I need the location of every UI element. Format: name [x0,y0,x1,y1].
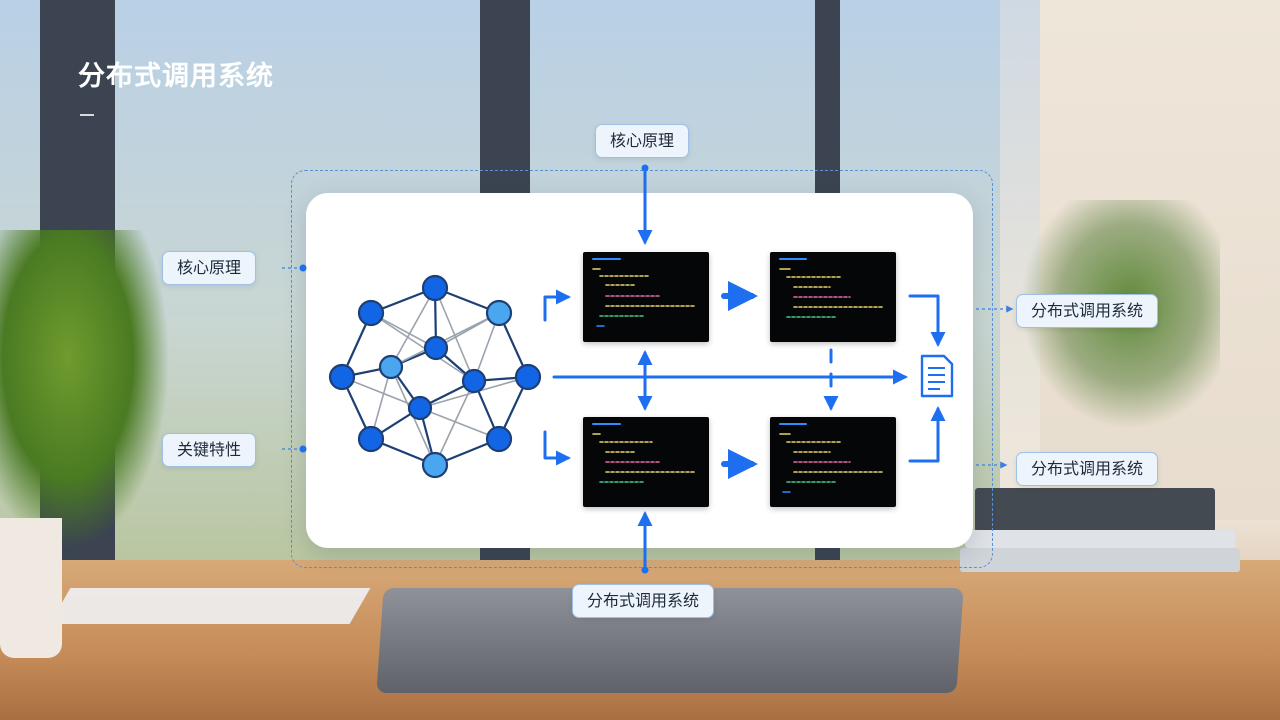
plant-left [0,230,170,550]
title-underline [80,114,94,116]
label-core-principle-left: 核心原理 [162,251,257,285]
graph-inner-edges [341,287,529,466]
code-block-top-right [770,252,896,342]
page-title: 分布式调用系统 [78,61,274,92]
document-icon [920,354,954,398]
code-block-top-left [583,252,709,342]
plant-pot [0,518,62,658]
arrow-icon [908,406,946,463]
label-connectors [282,267,1014,469]
book-stack [960,548,1240,572]
arrow-icon [543,430,571,466]
code-lines [592,258,883,493]
label-distributed-system-bottom: 分布式调用系统 [572,584,715,618]
diagram-outline [291,170,993,568]
label-core-principle-top: 核心原理 [595,124,690,158]
connector-dots [299,164,649,574]
graph-nodes [328,274,542,479]
book-stack [965,530,1235,548]
label-distributed-system-lower: 分布式调用系统 [1016,452,1159,486]
label-key-features: 关键特性 [162,433,257,467]
book-stack [975,488,1215,532]
arrow-icon [908,294,946,347]
code-block-bottom-right [770,417,896,507]
network-graph-icon [328,274,542,479]
flow-arrows [543,166,946,572]
label-distributed-system-upper: 分布式调用系统 [1016,294,1159,328]
arrow-icon [543,289,571,322]
